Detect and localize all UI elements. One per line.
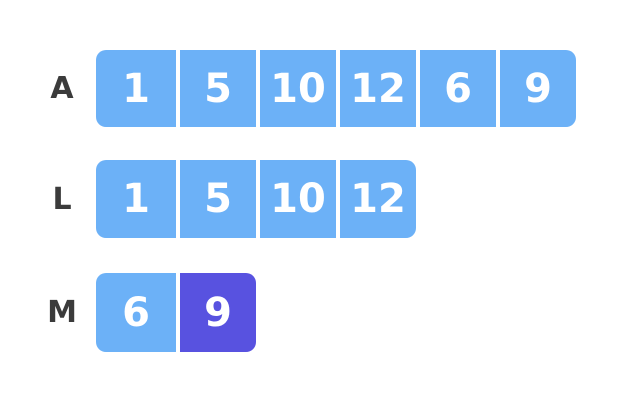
- row-label-m: M: [47, 295, 77, 330]
- array-cell: 5: [176, 160, 256, 238]
- array-cell: 9: [496, 50, 576, 127]
- array-bar-a: 1 5 10 12 6 9: [96, 50, 576, 127]
- array-cell: 10: [256, 160, 336, 238]
- array-cell: 6: [96, 273, 176, 352]
- array-row-m: M 6 9: [0, 273, 256, 352]
- array-bar-l: 1 5 10 12: [96, 160, 416, 238]
- array-row-l: L 1 5 10 12: [0, 160, 416, 238]
- array-cell: 12: [336, 160, 416, 238]
- array-cell: 5: [176, 50, 256, 127]
- array-cell: 6: [416, 50, 496, 127]
- array-cell: 1: [96, 50, 176, 127]
- row-label-a: A: [50, 71, 74, 106]
- array-bar-m: 6 9: [96, 273, 256, 352]
- array-cell: 12: [336, 50, 416, 127]
- array-cell: 1: [96, 160, 176, 238]
- array-cell: 10: [256, 50, 336, 127]
- array-cell: 9: [176, 273, 256, 352]
- array-row-a: A 1 5 10 12 6 9: [0, 50, 576, 127]
- row-label-l: L: [52, 181, 72, 217]
